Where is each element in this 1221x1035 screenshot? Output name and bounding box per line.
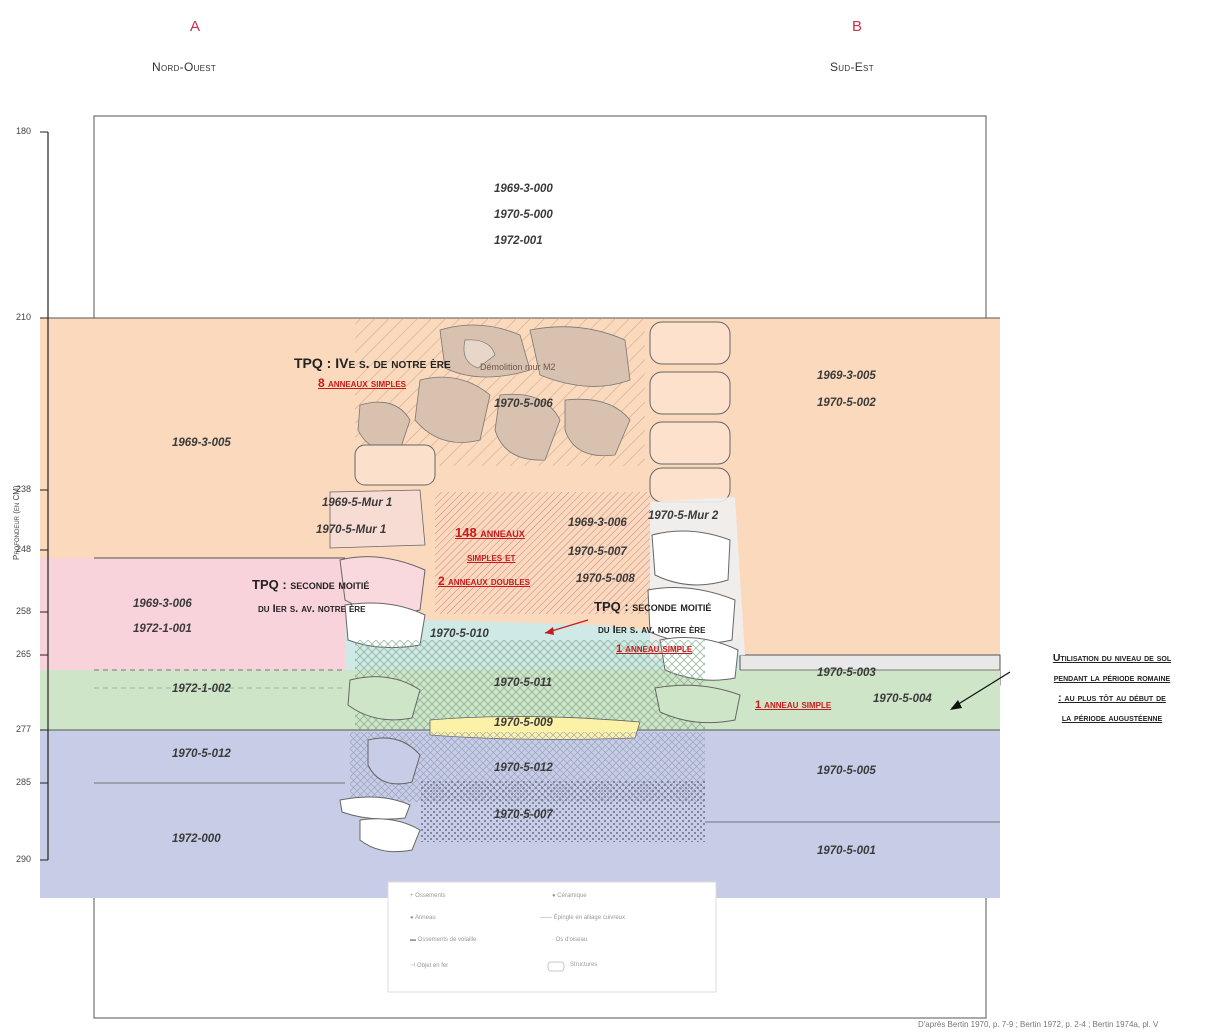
center-red-1: 148 anneaux [455, 525, 525, 540]
legend-label-7: Objet en fer [416, 963, 449, 969]
legend-icon-7: ⊣ [410, 963, 417, 969]
layer-green-right: 1970-5-004 [873, 693, 932, 705]
tpq-top-main: TPQ : IVe s. de notre ère [294, 355, 451, 371]
side-note-line-4: la période augustéenne [1061, 712, 1163, 724]
layer-teal-center: 1970-5-010 [430, 628, 489, 640]
depth-tick-180: 180 [16, 126, 32, 136]
legend-label-6: Os d'oiseau [555, 937, 588, 943]
top-label-2: 1970-5-000 [494, 209, 553, 221]
layer-green-center: 1970-5-011 [494, 677, 552, 689]
legend-item-2: ● Céramique [552, 893, 587, 899]
layer-orange-left: 1969-3-005 [172, 437, 231, 449]
legend-icon-3: ● [410, 915, 415, 921]
pink-layer [40, 558, 430, 670]
layer-yellow-center: 1970-5-009 [494, 717, 553, 729]
layer-m2-center: 1970-5-006 [494, 398, 553, 410]
legend-box [387, 881, 717, 993]
layer-center-006: 1969-3-006 [568, 517, 627, 529]
layer-pink-left-2: 1972-1-001 [133, 623, 192, 635]
legend-icon-2: ● [552, 893, 558, 899]
legend-label-2: Céramique [557, 893, 587, 899]
legend-icon-5: ▬ [410, 937, 418, 943]
side-a-letter: A [190, 18, 201, 35]
legend-icon-1: + [410, 893, 416, 899]
layer-mur2: 1970-5-Mur 2 [648, 510, 719, 522]
layer-center-007: 1970-5-007 [568, 546, 627, 558]
legend-icon-6: · [552, 937, 556, 943]
depth-tick-265: 265 [16, 649, 32, 659]
depth-tick-277: 277 [16, 724, 32, 734]
legend-item-1: + Ossements [410, 893, 446, 899]
legend-label-4: Épingle en alliage cuivreux [553, 915, 626, 921]
legend-label-1: Ossements [415, 893, 446, 899]
center-red-2: simples et [467, 552, 516, 564]
side-b-letter: B [852, 18, 863, 35]
layer-pink-left-1: 1969-3-006 [133, 598, 192, 610]
layer-center-008: 1970-5-008 [576, 573, 635, 585]
layer-blue-left-1: 1970-5-012 [172, 748, 231, 760]
side-note-line-1: Utilisation du niveau de sol [1052, 652, 1172, 664]
layer-blue-center: 1970-5-012 [494, 762, 553, 774]
green-red: 1 anneau simple [755, 699, 832, 711]
layer-blue-dots: 1970-5-007 [494, 809, 553, 821]
side-note-line-2: pendant la période romaine [1053, 672, 1171, 684]
depth-tick-258: 258 [16, 606, 32, 616]
depth-tick-210: 210 [16, 312, 32, 322]
source-credit: D'après Bertin 1970, p. 7-9 ; Bertin 197… [918, 1020, 1159, 1029]
side-a-name: Nord-Ouest [152, 60, 217, 74]
tpq-right-2: du Ier s. av. notre ère [598, 624, 706, 636]
layer-mur1-b: 1970-5-Mur 1 [316, 524, 387, 536]
layer-green-left: 1972-1-002 [172, 683, 231, 695]
depth-axis-title: Profondeur (en CM) [12, 485, 21, 560]
depth-tick-285: 285 [16, 777, 32, 787]
side-note-line-3: : au plus tôt au début de [1058, 692, 1166, 704]
layer-grey-right: 1970-5-003 [817, 667, 876, 679]
side-note: Utilisation du niveau de sol pendant la … [1012, 648, 1212, 728]
legend-icon-4: —— [540, 915, 554, 921]
depth-tick-238: 238 [16, 484, 32, 494]
depth-tick-248: 248 [16, 544, 32, 554]
layer-orange-right-2: 1970-5-002 [817, 397, 876, 409]
legend-item-4: —— Épingle en alliage cuivreux [540, 915, 625, 921]
legend-item-8: Structures [570, 962, 597, 968]
layer-demolition: Démolition mur M2 [480, 362, 556, 372]
layer-orange-right-1: 1969-3-005 [817, 370, 876, 382]
side-b-name: Sud-Est [830, 60, 874, 74]
top-label-1: 1969-3-000 [494, 183, 553, 195]
tpq-top-red: 8 anneaux simples [318, 376, 407, 390]
legend-item-7: ⊣ Objet en fer [410, 962, 448, 969]
right-red-1: 1 anneau simple [616, 643, 693, 655]
legend-label-8: Structures [570, 962, 598, 968]
layer-mur1-a: 1969-5-Mur 1 [322, 497, 393, 509]
legend-item-3: ● Anneau [410, 915, 436, 921]
tpq-left-1: TPQ : seconde moitié [252, 577, 370, 592]
legend-item-5: ▬ Ossements de volaille [410, 937, 476, 943]
tpq-right-1: TPQ : seconde moitié [594, 599, 712, 614]
center-red-3: 2 anneaux doubles [438, 574, 531, 588]
legend-item-6: · Os d'oiseau [552, 937, 587, 943]
layer-blue-left-2: 1972-000 [172, 833, 221, 845]
tpq-left-2: du Ier s. av. notre ère [258, 603, 366, 615]
layer-blue-right-2: 1970-5-001 [817, 845, 876, 857]
top-label-3: 1972-001 [494, 235, 543, 247]
layer-blue-right-1: 1970-5-005 [817, 765, 876, 777]
legend-label-3: Anneau [414, 915, 436, 921]
depth-tick-290: 290 [16, 854, 32, 864]
legend-label-5: Ossements de volaille [417, 937, 477, 943]
